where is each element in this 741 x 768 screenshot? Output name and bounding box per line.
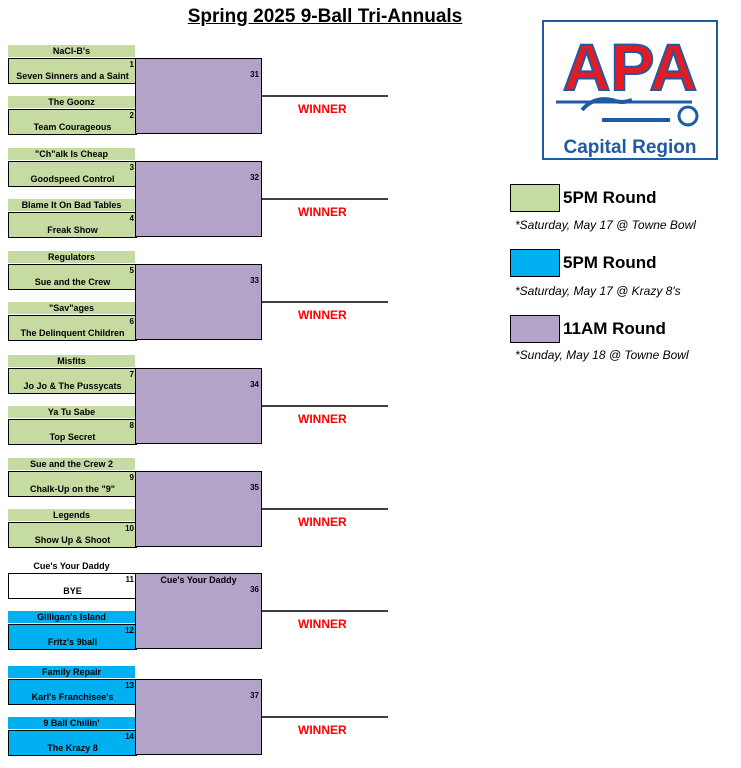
- winner-label: WINNER: [298, 412, 347, 426]
- match-31: 31: [135, 58, 262, 134]
- winner-label: WINNER: [298, 723, 347, 737]
- legend-label-3: 11AM Round: [563, 319, 666, 338]
- team-cues-your-daddy: Cue's Your Daddy: [8, 560, 135, 572]
- apa-logo: APA Capital Region: [542, 20, 718, 160]
- svg-text:APA: APA: [563, 30, 697, 104]
- team-savages: "Sav"ages: [8, 302, 135, 314]
- legend-swatch-blue: [510, 249, 560, 277]
- legend-swatch-purple: [510, 315, 560, 343]
- team-9-ball-chillin: 9 Ball Chillin': [8, 717, 135, 729]
- advancing-team: Cue's Your Daddy: [160, 575, 237, 585]
- team-blame-it: Blame It On Bad Tables: [8, 199, 135, 211]
- match-32: 32: [135, 161, 262, 237]
- team-gilligans-island: Gilligan's Island: [8, 611, 135, 623]
- legend-note-1: *Saturday, May 17 @ Towne Bowl: [515, 218, 696, 232]
- legend-label-1: 5PM Round: [563, 188, 657, 207]
- winner-label: WINNER: [298, 617, 347, 631]
- legend-note-3: *Sunday, May 18 @ Towne Bowl: [515, 348, 689, 362]
- team-chalk-is-cheap: "Ch"alk Is Cheap: [8, 148, 135, 160]
- team-regulators: Regulators: [8, 251, 135, 263]
- team-family-repair: Family Repair: [8, 666, 135, 678]
- winner-label: WINNER: [298, 308, 347, 322]
- match-34: 34: [135, 368, 262, 444]
- page-title: Spring 2025 9-Ball Tri-Annuals: [187, 6, 463, 27]
- team-misfits: Misfits: [8, 355, 135, 367]
- winner-label: WINNER: [298, 102, 347, 116]
- winner-label: WINNER: [298, 205, 347, 219]
- team-the-goonz: The Goonz: [8, 96, 135, 108]
- team-legends: Legends: [8, 509, 135, 521]
- team-ya-tu-sabe: Ya Tu Sabe: [8, 406, 135, 418]
- team-sue-crew-2: Sue and the Crew 2: [8, 458, 135, 470]
- legend-swatch-green: [510, 184, 560, 212]
- match-37: 37: [135, 679, 262, 755]
- team-nacl-bs: NaCl-B's: [8, 45, 135, 57]
- svg-text:Capital Region: Capital Region: [563, 137, 696, 158]
- legend-label-2: 5PM Round: [563, 253, 657, 272]
- match-35: 35: [135, 471, 262, 547]
- winner-label: WINNER: [298, 515, 347, 529]
- match-33: 33: [135, 264, 262, 340]
- legend-note-2: *Saturday, May 17 @ Krazy 8's: [515, 284, 681, 298]
